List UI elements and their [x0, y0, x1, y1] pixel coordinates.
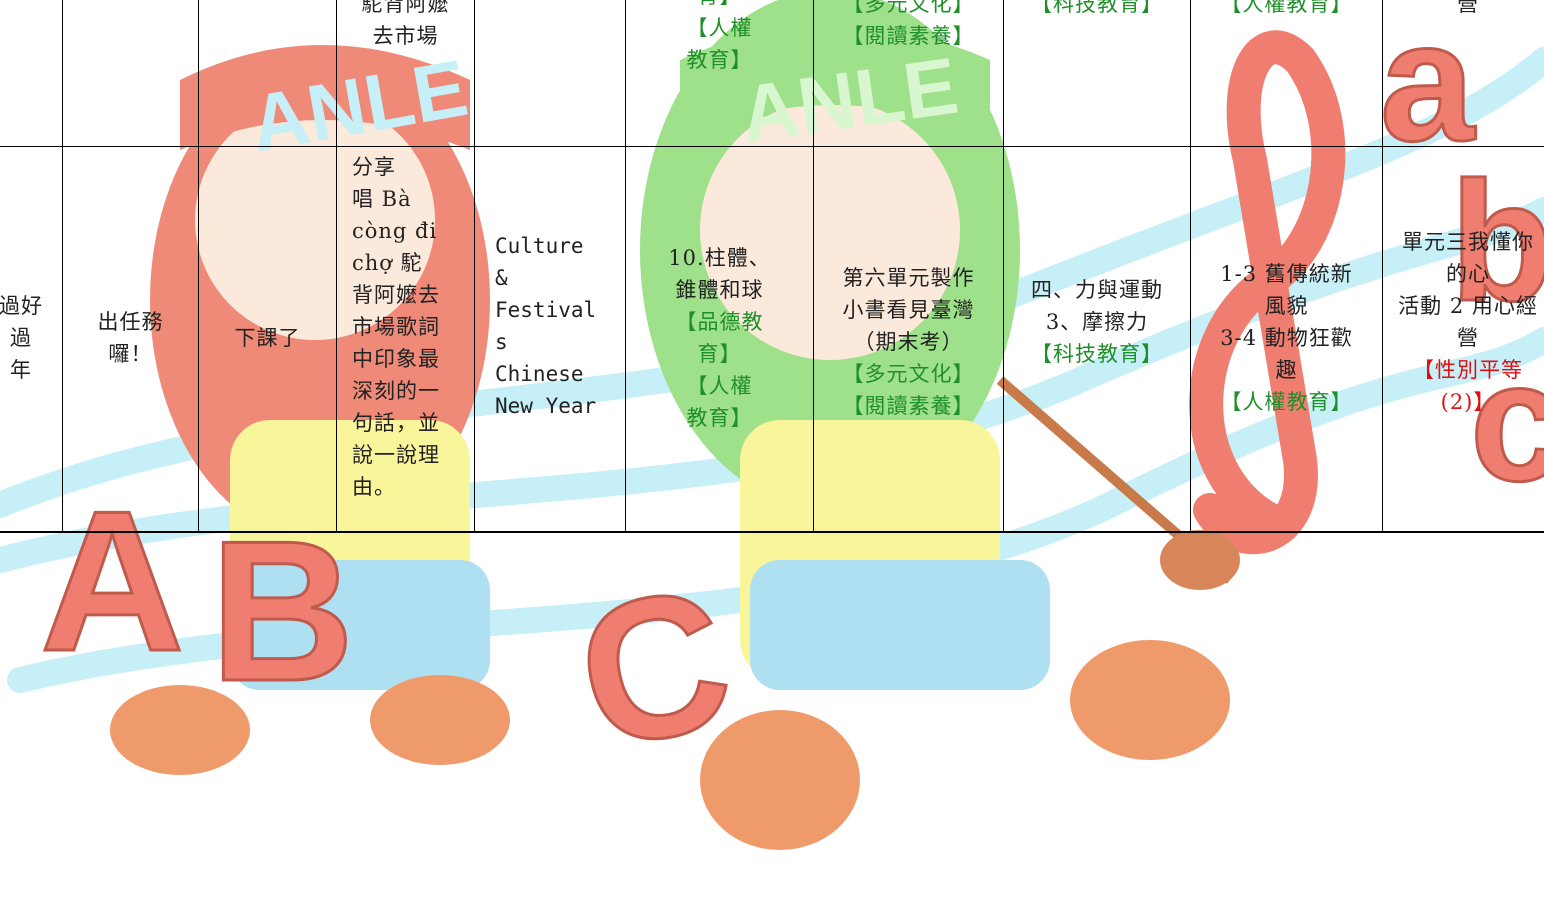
cell-line: 教育】: [686, 48, 753, 72]
cell-line: 【人權: [686, 16, 753, 40]
cell-line: 囉！: [108, 342, 153, 366]
cell-line: 【品德教: [675, 310, 764, 334]
cell-line: 年: [10, 358, 32, 382]
decorative-letters: A B C a b c: [39, 0, 1544, 794]
row2-cell-integrated: 單元三我懂你 的心 活動 2 用心經 營 【性別平等 (2)】: [1392, 226, 1544, 418]
cell-line: 的心: [1446, 262, 1490, 286]
col-divider: [813, 0, 814, 532]
cell-line: còng đi: [352, 219, 438, 243]
cell-line: &: [495, 266, 508, 290]
row2-cell-math: 10.柱體、 錐體和球 【品德教 育】 【人權 教育】: [626, 242, 813, 434]
cell-line: Chinese: [495, 362, 584, 386]
svg-text:b: b: [1450, 147, 1544, 337]
cell-line: Festival: [495, 298, 597, 322]
row2-cell-music: 1-3 舊傳統新 風貌 3-4 動物狂歡 趣 【人權教育】: [1191, 258, 1382, 418]
cell-line: New Year: [495, 394, 597, 418]
cell-line: 【人權教育】: [1220, 390, 1353, 414]
col-divider: [62, 0, 63, 532]
col-divider: [625, 0, 626, 532]
row1-cell-reading: 駝背阿嬤 去市場: [337, 0, 474, 52]
cell-line: 【人權: [686, 374, 753, 398]
cell-line: 錐體和球: [675, 278, 764, 302]
cell-line: 唱 Bà: [352, 187, 412, 211]
svg-text:B: B: [210, 500, 354, 723]
row-divider: [0, 146, 1544, 147]
schedule-table: 駝背阿嬤 去市場 育】 【人權 教育】 【多元文化】 【閱讀素養】 【科技教育】…: [0, 0, 1544, 533]
cell-line: 營: [1457, 326, 1479, 350]
cell-line: 過好: [0, 294, 43, 318]
cell-line: 風貌: [1264, 294, 1309, 318]
row1-cell-integrated: 營: [1383, 0, 1544, 20]
cell-line: 育】: [697, 342, 742, 366]
cell-line: 說一說理: [352, 443, 440, 467]
col-divider: [1003, 0, 1004, 532]
row2-cell-unit: 下課了: [199, 322, 336, 354]
cell-line: 教育】: [686, 406, 753, 430]
cell-line: 深刻的一: [352, 379, 440, 403]
row1-cell-science: 【科技教育】: [1004, 0, 1190, 20]
svg-text:C: C: [561, 545, 749, 793]
cell-line: 下課了: [234, 326, 301, 350]
cell-line: 10.柱體、: [668, 246, 771, 270]
cell-line: （期末考）: [853, 330, 964, 354]
cell-line: 3、摩擦力: [1045, 310, 1149, 334]
cell-line: 【人權教育】: [1220, 0, 1353, 16]
cell-line: 【科技教育】: [1031, 342, 1163, 366]
cell-line: 四、力與運動: [1031, 278, 1163, 302]
row2-cell-chinese: 第六單元製作 小書看見臺灣 （期末考） 【多元文化】 【閱讀素養】: [814, 262, 1003, 422]
row2-cell-english: Culture & Festival s Chinese New Year: [495, 230, 625, 422]
cell-line: 活動 2 用心經: [1398, 294, 1538, 318]
cell-line: 【多元文化】: [842, 362, 975, 386]
row1-cell-music: 【人權教育】: [1191, 0, 1382, 20]
row2-cell-topic: 出任務 囉！: [63, 306, 198, 370]
cell-line: 育】: [626, 0, 813, 12]
cell-line: 中印象最: [352, 347, 440, 371]
col-divider: [1190, 0, 1191, 532]
svg-text:a: a: [1380, 0, 1476, 177]
col-divider: [474, 0, 475, 532]
cell-line: 趣: [1275, 358, 1298, 382]
cell-line: 句話，並: [352, 411, 440, 435]
svg-text:A: A: [40, 470, 184, 693]
cell-line: 小書看見臺灣: [842, 298, 975, 322]
cell-line: 駝背阿嬤: [361, 0, 450, 16]
cell-line: 營: [1457, 0, 1479, 16]
row2-cell-week: 過好 過 年: [0, 290, 62, 386]
cell-line: 第六單元製作: [842, 266, 975, 290]
table-bottom-border: [0, 531, 1544, 533]
svg-text:c: c: [1470, 327, 1544, 517]
cell-line: chợ 駝: [352, 251, 423, 275]
col-divider: [1382, 0, 1383, 532]
cell-line: 去市場: [372, 24, 439, 48]
cell-line: 【科技教育】: [1031, 0, 1163, 16]
right-character: ANLE: [640, 0, 1240, 850]
cell-line: 出任務: [97, 310, 164, 334]
cell-line: 1-3 舊傳統新: [1220, 262, 1353, 286]
cell-line: s: [495, 330, 508, 354]
row1-cell-chinese: 【多元文化】 【閱讀素養】: [814, 0, 1003, 52]
col-divider: [336, 0, 337, 532]
col-divider: [198, 0, 199, 532]
cell-line: 單元三我懂你: [1402, 230, 1534, 254]
cell-line: 背阿嬤去: [352, 283, 440, 307]
cell-line: Culture: [495, 234, 584, 258]
row2-cell-reading: 分享 唱 Bà còng đi chợ 駝 背阿嬤去 市場歌詞 中印象最 深刻的…: [352, 151, 474, 503]
cell-line: (2)】: [1440, 390, 1496, 414]
cell-line: 3-4 動物狂歡: [1220, 326, 1353, 350]
row1-cell-math: 育】 【人權 教育】: [626, 0, 813, 76]
cell-line: 【閱讀素養】: [842, 24, 975, 48]
cell-line: 分享: [352, 155, 396, 179]
row2-cell-science: 四、力與運動 3、摩擦力 【科技教育】: [1004, 274, 1190, 370]
cell-line: 【多元文化】: [842, 0, 975, 16]
cell-line: 【性別平等: [1413, 358, 1523, 382]
cell-line: 【閱讀素養】: [842, 394, 975, 418]
cell-line: 過: [10, 326, 32, 350]
cell-line: 由。: [352, 475, 396, 499]
left-character: ANLE: [110, 43, 510, 775]
cell-line: 市場歌詞: [352, 315, 440, 339]
treble-clef-shape: [1189, 30, 1346, 555]
